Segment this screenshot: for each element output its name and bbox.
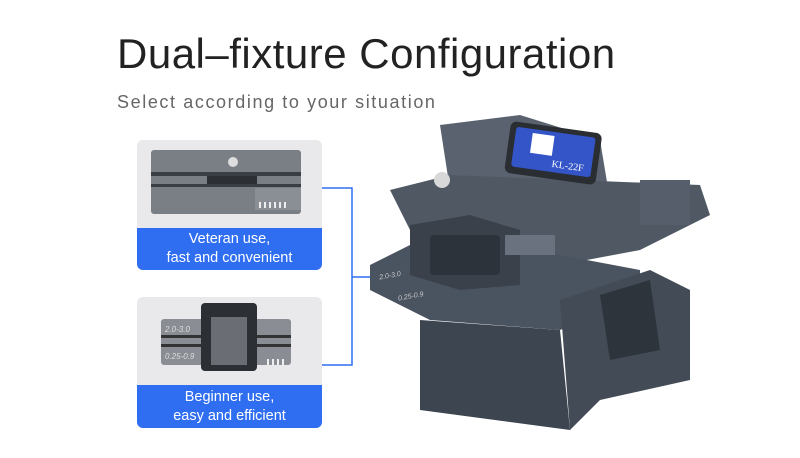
model-badge-text: KL-22F	[551, 159, 585, 174]
fixture-label: 0.25-0.9	[165, 352, 195, 361]
page-title: Dual–fixture Configuration	[117, 30, 616, 77]
option-card-beginner: 2.0-3.0 0.25-0.9 Beginner use, easy and …	[137, 297, 322, 428]
single-fixture-image	[151, 150, 301, 214]
caption-line: easy and efficient	[173, 407, 286, 424]
scale-label: 0.25-0.9	[398, 291, 425, 302]
option-card-veteran: Veteran use, fast and convenient	[137, 140, 322, 270]
caption-line: Veteran use,	[188, 231, 271, 247]
scale-label: 2.0-3.0	[378, 271, 402, 282]
option-caption-beginner: Beginner use, easy and efficient	[137, 385, 322, 428]
dual-fixture-image: 2.0-3.0 0.25-0.9	[161, 303, 291, 371]
caption-line: fast and convenient	[166, 250, 293, 266]
page-subtitle: Select according to your situation	[117, 92, 437, 112]
caption-line: Beginner use,	[184, 388, 275, 405]
fixture-label: 2.0-3.0	[164, 325, 190, 334]
option-caption-veteran: Veteran use, fast and convenient	[137, 228, 322, 270]
